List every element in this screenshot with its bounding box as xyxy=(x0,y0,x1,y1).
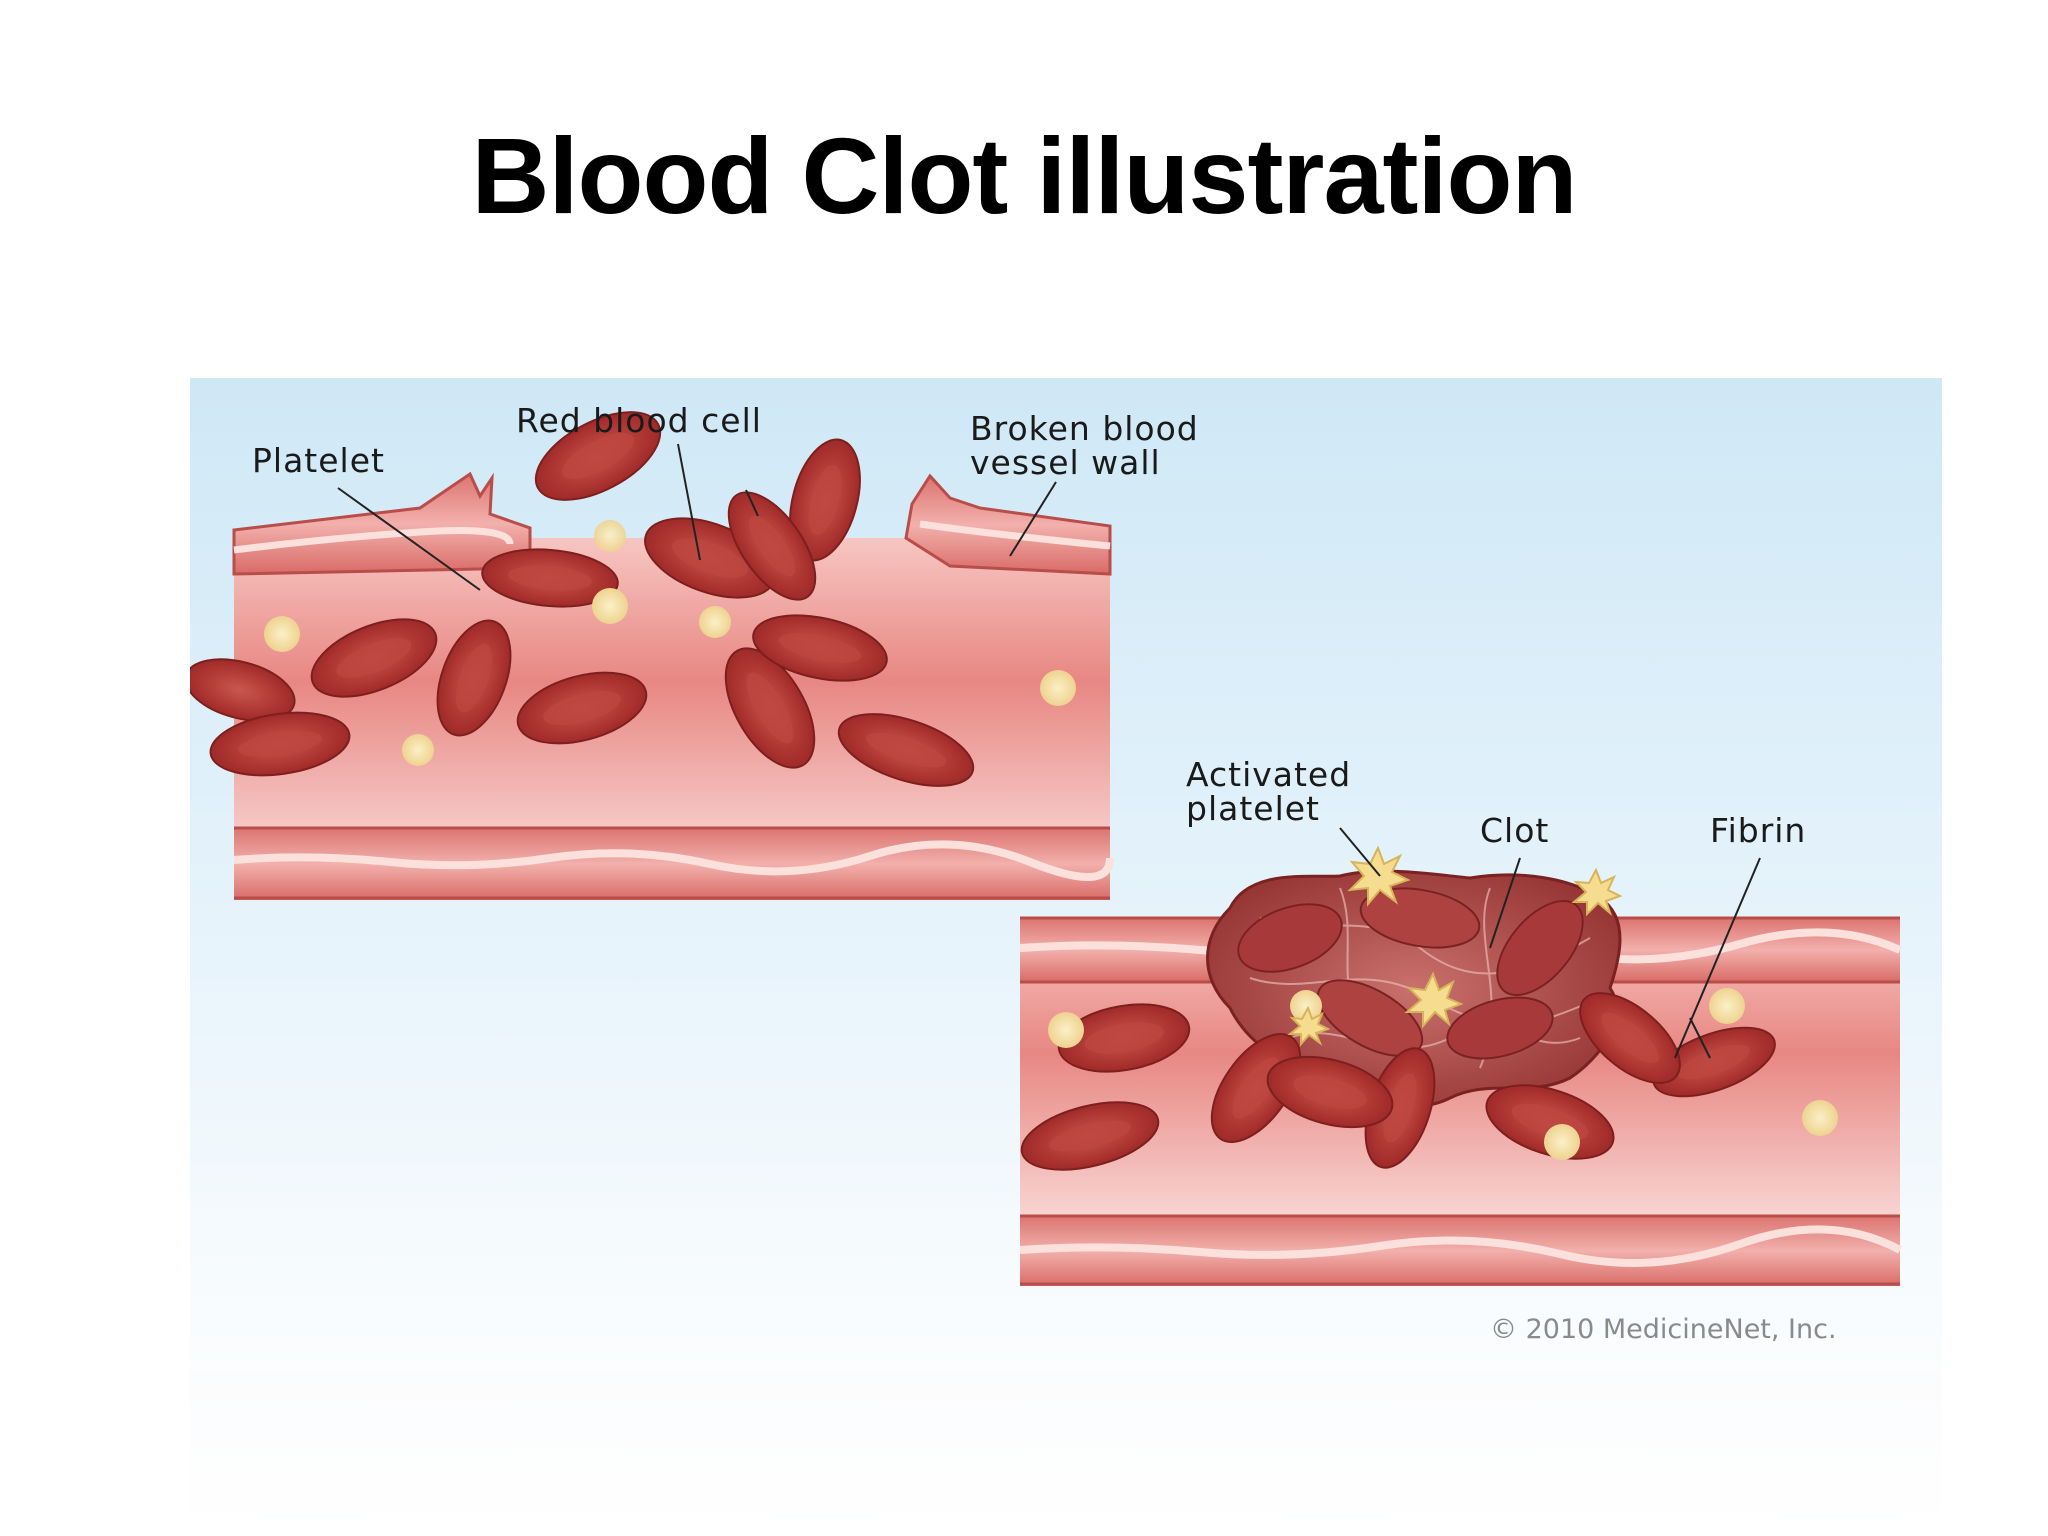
red-blood-cell xyxy=(310,618,438,698)
leader-lines xyxy=(337,443,1761,1059)
trapped-red-blood-cell xyxy=(1446,996,1554,1060)
blood-clot-illustration: Platelet Red blood cell Broken blood ves… xyxy=(190,378,1942,1370)
platelet xyxy=(1709,988,1745,1024)
platelet xyxy=(1544,1124,1580,1160)
platelet xyxy=(1048,1012,1084,1048)
label-clot: Clot xyxy=(1480,811,1549,850)
red-blood-cells-top xyxy=(190,411,975,787)
red-blood-cell xyxy=(516,671,648,745)
platelet xyxy=(592,588,628,624)
platelets-top xyxy=(264,520,1076,766)
label-red-blood-cell: Red blood cell xyxy=(516,401,762,440)
trapped-red-blood-cell xyxy=(1496,899,1584,997)
lower-fade xyxy=(190,1370,1942,1536)
red-blood-cell xyxy=(1057,1003,1191,1073)
red-blood-cell xyxy=(534,411,662,501)
red-blood-cell xyxy=(837,713,975,787)
red-blood-cell xyxy=(1364,1047,1436,1169)
label-broken-wall-line2: vessel wall xyxy=(970,443,1161,482)
red-blood-cell xyxy=(1020,1101,1160,1171)
platelet xyxy=(264,616,300,652)
platelet xyxy=(1040,670,1076,706)
red-blood-cell xyxy=(789,438,861,562)
trapped-red-blood-cell xyxy=(1237,903,1343,973)
red-blood-cell xyxy=(209,711,351,777)
red-blood-cell xyxy=(1652,1026,1776,1098)
slide-title: Blood Clot illustration xyxy=(471,115,1578,236)
labels: Platelet Red blood cell Broken blood ves… xyxy=(252,401,1837,1345)
platelets-bottom xyxy=(1048,988,1838,1160)
red-blood-cells-bottom xyxy=(1020,992,1776,1171)
platelet xyxy=(402,734,434,766)
activated-platelet xyxy=(1287,1005,1331,1047)
trapped-red-blood-cell xyxy=(1359,887,1481,949)
activated-platelet xyxy=(1404,971,1464,1029)
red-blood-cell xyxy=(1210,1032,1302,1144)
platelet xyxy=(699,606,731,638)
activated-platelet xyxy=(1571,867,1623,917)
copyright-notice: © 2010 MedicineNet, Inc. xyxy=(1490,1314,1837,1345)
red-blood-cell xyxy=(1579,992,1681,1084)
red-blood-cell xyxy=(724,647,816,769)
red-blood-cell xyxy=(1266,1055,1394,1129)
platelet xyxy=(594,520,626,552)
red-blood-cell xyxy=(190,658,296,722)
label-activated-line2: platelet xyxy=(1186,789,1320,828)
label-fibrin: Fibrin xyxy=(1710,811,1806,850)
red-blood-cell xyxy=(752,614,888,682)
trapped-red-blood-cell xyxy=(1316,979,1424,1057)
label-activated-line1: Activated xyxy=(1186,755,1351,794)
red-blood-cell xyxy=(481,548,619,608)
platelet xyxy=(1290,990,1322,1022)
platelet xyxy=(1802,1100,1838,1136)
red-blood-cell xyxy=(727,491,817,601)
red-blood-cell xyxy=(436,619,512,737)
label-platelet: Platelet xyxy=(252,441,385,480)
label-broken-wall-line1: Broken blood xyxy=(970,409,1199,448)
vessel-broken xyxy=(232,471,1114,900)
